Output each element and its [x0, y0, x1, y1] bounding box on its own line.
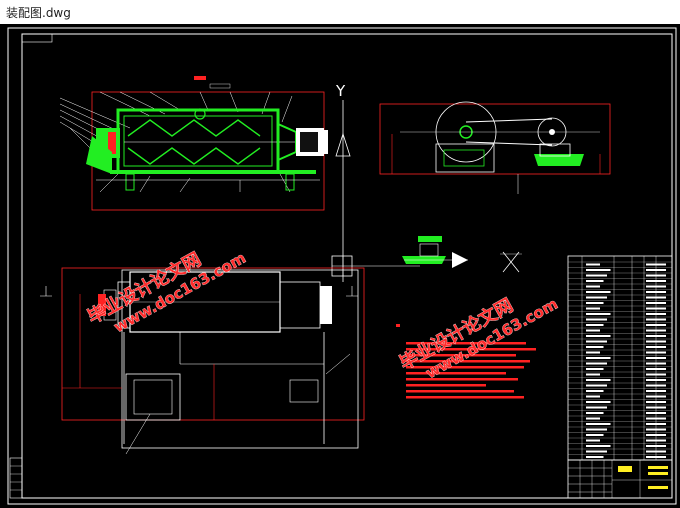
svg-text:Y: Y [335, 82, 346, 100]
detail-view [402, 236, 468, 268]
watermark-1: 毕业设计论文网 www.doc163.com [83, 248, 249, 337]
sheet-border [7, 27, 677, 505]
window-title: 装配图.dwg [6, 6, 71, 20]
title-block [567, 459, 673, 499]
window-titlebar: 装配图.dwg [0, 0, 680, 25]
y-axis-marker: Y [331, 82, 420, 282]
plan-view [40, 267, 365, 455]
assembly-drawing: Y [7, 27, 677, 505]
side-view [379, 101, 611, 194]
cad-drawing-canvas[interactable]: Y [0, 24, 680, 508]
side-strip [9, 457, 23, 499]
parts-list-table [567, 255, 673, 461]
technical-notes [396, 324, 536, 399]
main-section-view [59, 76, 328, 211]
x-axis-marker [500, 251, 522, 273]
